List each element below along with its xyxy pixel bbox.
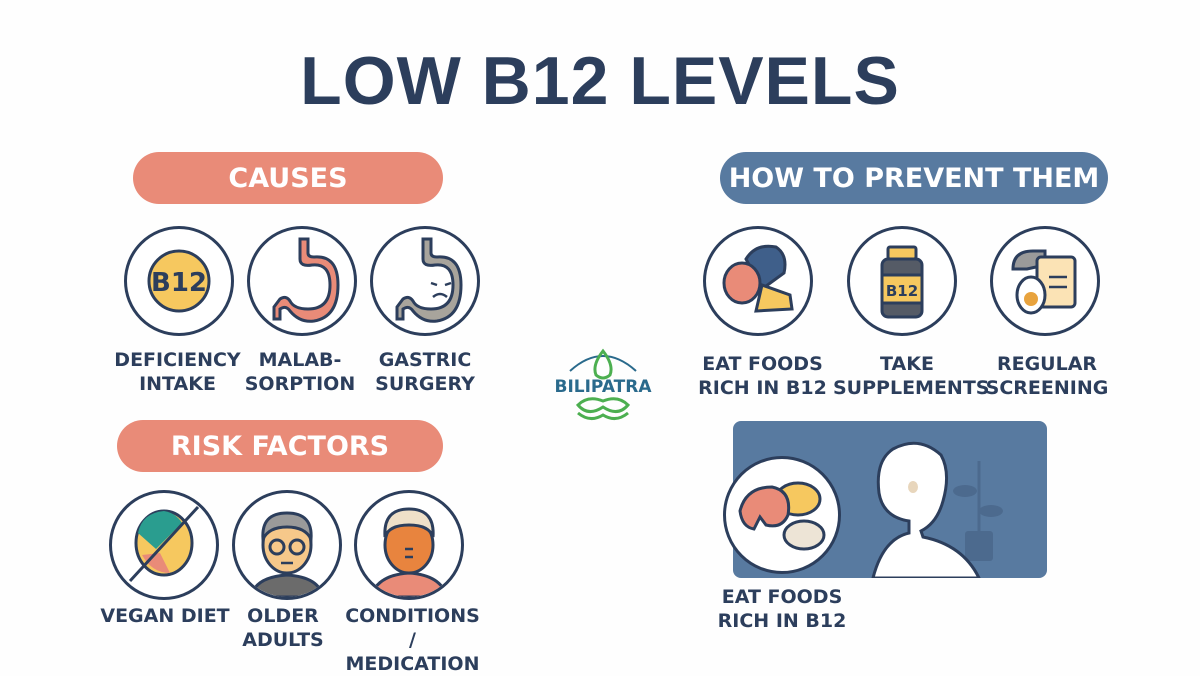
no-meat-icon (109, 490, 219, 600)
b12-foods-icon (703, 226, 813, 336)
sad-stomach-icon (370, 226, 480, 336)
page-title: LOW B12 LEVELS (300, 43, 900, 119)
risk-factors-header: RISK FACTORS (117, 420, 443, 472)
fish-and-foods-icon (723, 456, 841, 574)
label-malabsorption: MALAB-SORPTION (244, 349, 356, 395)
svg-text:B12: B12 (151, 268, 207, 298)
label-vegan-diet: VEGAN DIET (100, 605, 230, 627)
supplement-bottle-icon: B12 (847, 226, 957, 336)
prevention-header: HOW TO PREVENT THEM (720, 152, 1108, 204)
bilipatra-logo: BILIPATRA (548, 345, 658, 425)
svg-text:B12: B12 (886, 282, 918, 300)
b12-coin-icon: B12 (124, 226, 234, 336)
logo-text: BILIPATRA (554, 377, 652, 397)
older-person-icon (232, 490, 342, 600)
label-conditions-medication: CONDITIONS /MEDICATION (345, 605, 480, 675)
stomach-icon (247, 226, 357, 336)
patient-icon (354, 490, 464, 600)
causes-header: CAUSES (133, 152, 443, 204)
screening-clipboard-icon (990, 226, 1100, 336)
